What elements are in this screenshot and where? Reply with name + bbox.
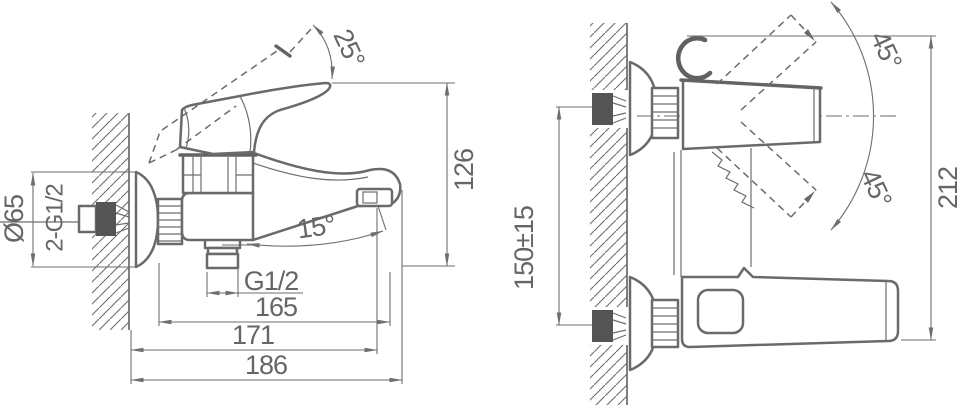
inlet-bottom <box>589 307 628 345</box>
thread-fan-lines <box>115 204 130 234</box>
inlet-stub <box>77 204 98 234</box>
label-165: 165 <box>255 292 297 322</box>
dimension-o65: Ø65 2-G1/2 <box>0 171 138 268</box>
label-o65: Ø65 <box>0 195 29 243</box>
inlet-top <box>589 90 628 128</box>
dimension-150: 150±15 <box>509 106 592 326</box>
handle-side <box>178 81 332 156</box>
handle-swing-down-dashed <box>711 121 817 218</box>
valve-body <box>180 191 255 242</box>
shower-outlet <box>203 235 242 270</box>
spout-opening <box>696 288 745 335</box>
right-view: 45° 45° 150±15 212 <box>509 1 960 405</box>
zigzag-break-line <box>711 151 755 209</box>
label-25deg: 25° <box>327 25 370 72</box>
shower-hook <box>675 35 713 81</box>
label-45-up: 45° <box>864 27 907 74</box>
nipple-top <box>650 86 680 140</box>
handle-top-view <box>681 78 822 151</box>
handle-open-dashed <box>148 27 313 164</box>
label-150: 150±15 <box>509 206 539 290</box>
dimension-186: 186 <box>130 190 403 384</box>
label-15deg: 15° <box>295 209 337 244</box>
left-view: 25° 126 15° G1/2 165 <box>0 25 479 384</box>
eccentric-connector-top <box>592 93 613 125</box>
diverter-knob-inner <box>362 191 378 204</box>
escutcheon <box>134 170 160 269</box>
dimension-171: 171 <box>130 208 378 384</box>
label-g12: G1/2 <box>244 266 299 296</box>
label-186: 186 <box>245 350 287 380</box>
nipple-threads <box>158 205 182 242</box>
dimension-212: 212 <box>687 35 960 341</box>
handle-swing-up-dashed <box>716 14 817 111</box>
arc-45deg <box>830 1 875 231</box>
nipple-bottom <box>650 298 680 349</box>
arc-25deg <box>312 24 336 80</box>
dimension-165: 165 <box>158 263 391 326</box>
label-212: 212 <box>933 167 960 209</box>
label-126: 126 <box>449 149 479 191</box>
dimension-g12: G1/2 <box>206 266 303 297</box>
label-45-down: 45° <box>854 165 897 212</box>
dimension-126: 126 <box>332 82 479 267</box>
eccentric-connector <box>96 202 116 236</box>
dimension-15deg: 15° <box>222 205 387 248</box>
handle-top-edge <box>679 78 823 90</box>
handle-crease <box>239 95 252 153</box>
body-neck <box>673 148 752 277</box>
spout-inner-line <box>252 162 369 181</box>
diverter-knob <box>355 187 394 208</box>
wall-hatch-right <box>590 23 627 405</box>
cartridge-ring <box>178 153 258 195</box>
handle-facet <box>183 107 190 149</box>
label-171: 171 <box>232 320 274 350</box>
label-2g12: 2-G1/2 <box>42 184 69 252</box>
eccentric-connector-bottom <box>592 310 613 342</box>
